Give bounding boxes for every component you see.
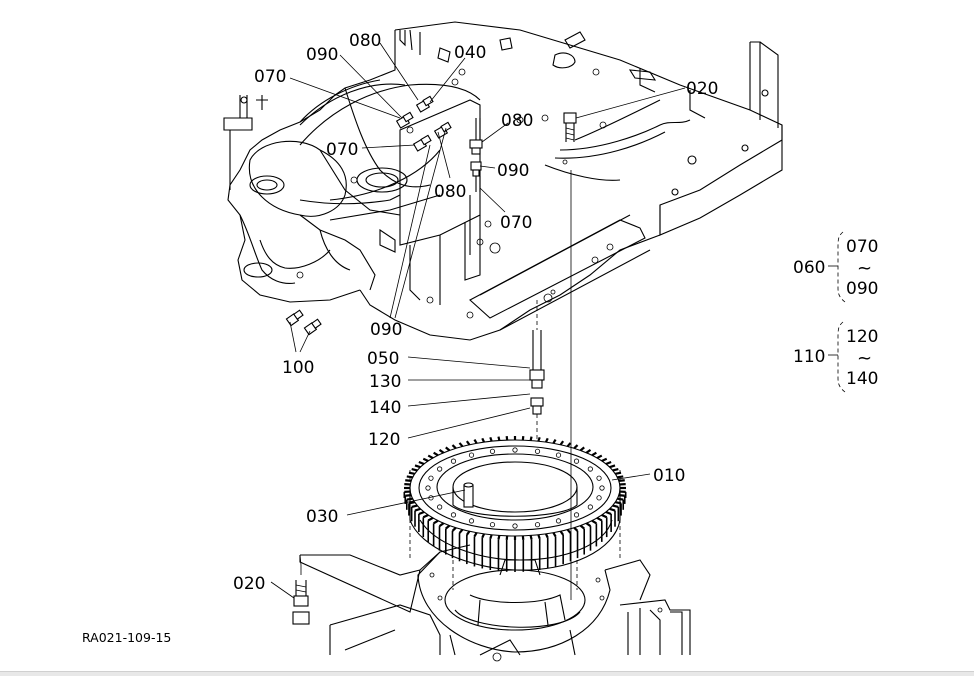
group-to-090: 090 (846, 279, 878, 299)
callout-020: 020 (233, 574, 265, 594)
group-sep-110: ~ (857, 348, 872, 369)
gear-tooth (412, 469, 418, 470)
bolt-hole (437, 467, 441, 471)
gear-tooth (428, 518, 433, 520)
gear-tooth (440, 450, 444, 453)
bolt-hole (574, 513, 578, 517)
callout-100: 100 (282, 358, 314, 378)
group-from-120: 120 (846, 327, 878, 347)
bolt-hole (469, 453, 473, 457)
diagram-code: RA021-109-15 (82, 630, 171, 645)
bolt-hole (588, 505, 592, 509)
gear-tooth (423, 459, 428, 461)
callout-040: 040 (454, 43, 486, 63)
grease-fittings (286, 96, 576, 334)
bolt-hole (600, 486, 604, 490)
gear-tooth (412, 506, 418, 507)
callout-010: 010 (653, 466, 685, 486)
bolt-hole (451, 513, 455, 517)
group-060: 060 070 ~ 090 (793, 232, 878, 302)
bolt-hole (469, 519, 473, 523)
bolt-hole (451, 459, 455, 463)
gear-tooth (440, 523, 444, 526)
bolt-hole (490, 449, 494, 453)
group-from-070: 070 (846, 237, 878, 257)
callout-020: 020 (686, 79, 718, 99)
bolt-hole (429, 476, 433, 480)
gear-tooth (613, 506, 619, 507)
gear-tooth (446, 526, 450, 529)
callout-080: 080 (434, 182, 466, 202)
gear-tooth (602, 459, 607, 461)
group-parent-060: 060 (793, 258, 825, 278)
callout-070: 070 (326, 140, 358, 160)
gear-tooth (586, 450, 590, 453)
callout-090: 090 (497, 161, 529, 181)
group-to-140: 140 (846, 369, 878, 389)
gear-tooth (428, 456, 433, 458)
gear-tooth (419, 462, 424, 464)
callout-140: 140 (369, 398, 401, 418)
gear-tooth (446, 447, 450, 450)
gear-tooth (415, 509, 420, 511)
gear-tooth (434, 521, 438, 524)
bolt-hole (513, 448, 517, 452)
gear-tooth (592, 453, 596, 456)
callout-090: 090 (370, 320, 402, 340)
bolt-hole (535, 523, 539, 527)
group-110: 110 120 ~ 140 (793, 322, 878, 392)
callout-070: 070 (254, 67, 286, 87)
gear-tooth (606, 462, 611, 464)
callout-070: 070 (500, 213, 532, 233)
gear-tooth (423, 515, 428, 517)
gear-tooth (597, 518, 602, 520)
bolt-hole (597, 476, 601, 480)
callout-080: 080 (501, 111, 533, 131)
bolt-hole (556, 519, 560, 523)
gear-tooth (415, 465, 420, 467)
gear-tooth (613, 469, 619, 470)
gear-tooth (580, 447, 584, 450)
gear-tooth (419, 512, 424, 514)
center-tube-assembly (530, 170, 571, 470)
swing-bearing-ring (404, 436, 626, 572)
lower-frame (293, 470, 690, 661)
bolt-hole (588, 467, 592, 471)
bolt-hole (426, 486, 430, 490)
gear-tooth (580, 526, 584, 529)
callout-120: 120 (368, 430, 400, 450)
callout-030: 030 (306, 507, 338, 527)
bolt-hole (535, 449, 539, 453)
bolt-hole (490, 523, 494, 527)
gear-tooth (597, 456, 602, 458)
group-parent-110: 110 (793, 347, 825, 367)
bottom-border (0, 671, 974, 676)
bolt-hole (556, 453, 560, 457)
callout-130: 130 (369, 372, 401, 392)
bolt-hole (574, 459, 578, 463)
bolt-hole (513, 524, 517, 528)
callout-050: 050 (367, 349, 399, 369)
callout-080: 080 (349, 31, 381, 51)
callout-090: 090 (306, 45, 338, 65)
gear-tooth (610, 465, 615, 467)
swing-frame (224, 22, 782, 340)
bolt-hole (597, 496, 601, 500)
gear-tooth (434, 453, 438, 456)
gear-tooth (586, 523, 590, 526)
group-sep-060: ~ (857, 258, 872, 279)
gear-tooth (606, 512, 611, 514)
gear-tooth (610, 509, 615, 511)
bolt-hole (437, 505, 441, 509)
gear-tooth (592, 521, 596, 524)
gear-tooth (602, 515, 607, 517)
